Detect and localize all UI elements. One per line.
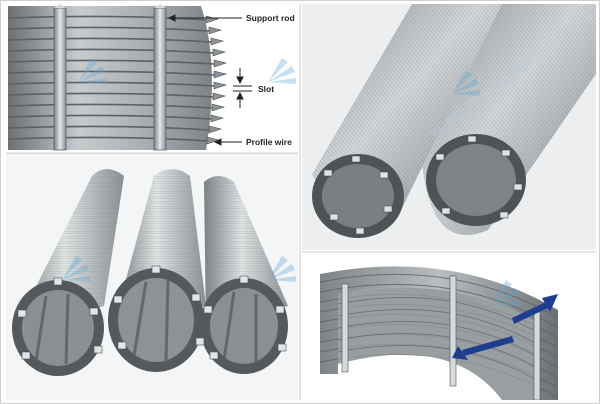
watermark-logo: [492, 280, 520, 306]
profile-wire-label: Profile wire: [246, 137, 292, 147]
profile-wire-teeth: [205, 15, 228, 145]
profile-wire-lines: [7, 15, 215, 142]
panel-divider-left: [6, 152, 298, 155]
curved-section-flow-diagram: [302, 254, 596, 400]
flow-arrows: [452, 294, 558, 360]
three-screen-tubes-photo: [6, 156, 298, 400]
watermark-logo: [78, 58, 296, 84]
panel-divider-right: [302, 251, 596, 253]
two-screen-tubes-photo: YUBO Filter Equipment Co., Ltd: [302, 4, 596, 250]
support-rod-label: Support rod: [246, 13, 295, 23]
wedge-wire-diagram-panel: Support rod Slot Profile wire: [6, 4, 298, 151]
slot-label: Slot: [258, 84, 274, 94]
support-rod-left: [53, 7, 67, 151]
support-rod-right: [153, 7, 167, 151]
watermark-logo: [62, 256, 296, 282]
panel-divider-vertical: [299, 4, 301, 400]
wedge-wire-diagram: Support rod Slot Profile wire: [6, 4, 298, 151]
watermark-logo: [452, 70, 480, 96]
